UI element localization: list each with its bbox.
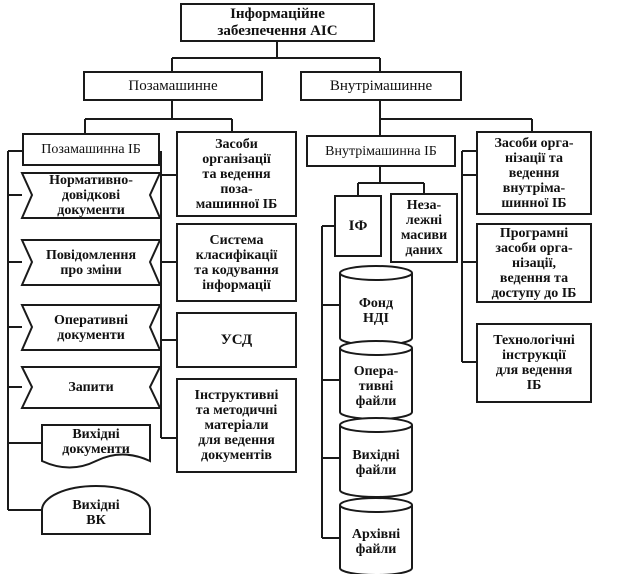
independent-arrays-node: Неза- лежні масиви даних: [390, 193, 458, 263]
off-machine-tools-node: Засоби організації та ведення поза- маши…: [176, 131, 297, 217]
off-machine-node: Позамашинне: [83, 71, 263, 101]
output-files-label: Вихідні файли: [352, 448, 400, 478]
classification-node: Система класифікації та кодування інформ…: [176, 223, 297, 302]
shape-output-vk: [41, 485, 151, 535]
usd-node: УСД: [176, 312, 297, 368]
normative-docs-label: Нормативно- довідкові документи: [49, 173, 133, 218]
shape-normative-docs: [20, 172, 162, 219]
in-machine-tools-node: Засоби орга- нізації та ведення внутріма…: [476, 131, 592, 215]
cylinder-output: [339, 425, 413, 498]
operative-files-label: Опера- тивні файли: [353, 363, 399, 409]
if-node: ІФ: [334, 195, 382, 257]
software-node: Програмні засоби орга- нізації, ведення …: [476, 223, 592, 303]
in-machine-ib-node: Внутрімашинна ІБ: [306, 135, 456, 167]
output-vk-label: Вихідні ВК: [72, 498, 120, 528]
cylinder-archive: [339, 505, 413, 574]
shape-output-docs: [41, 424, 151, 469]
instructions-node: Інструктивні та методичні матеріали для …: [176, 378, 297, 473]
off-machine-ib-node: Позамашинна ІБ: [22, 133, 160, 166]
output-docs-label: Вихідні документи: [62, 427, 130, 457]
cylinder-fund-top: [339, 265, 413, 281]
shape-operative-docs: [20, 304, 162, 351]
tech-instructions-node: Технологічні інструкції для ведення ІБ: [476, 323, 592, 403]
cylinder-archive-top: [339, 497, 413, 513]
root-node: Інформаційне забезпечення АІС: [180, 3, 375, 42]
fund-label: Фонд НДІ: [358, 296, 394, 326]
shape-queries: [20, 366, 162, 409]
cylinder-output-top: [339, 417, 413, 433]
change-messages-label: Повідомлення про зміни: [45, 247, 137, 278]
archive-files-label: Архівні файли: [351, 526, 401, 557]
queries-label: Запити: [68, 380, 114, 395]
in-machine-node: Внутрімашинне: [300, 71, 462, 101]
shape-change-messages: [20, 239, 162, 286]
operative-docs-label: Оперативні документи: [53, 312, 129, 343]
cylinder-operative-top: [339, 340, 413, 356]
